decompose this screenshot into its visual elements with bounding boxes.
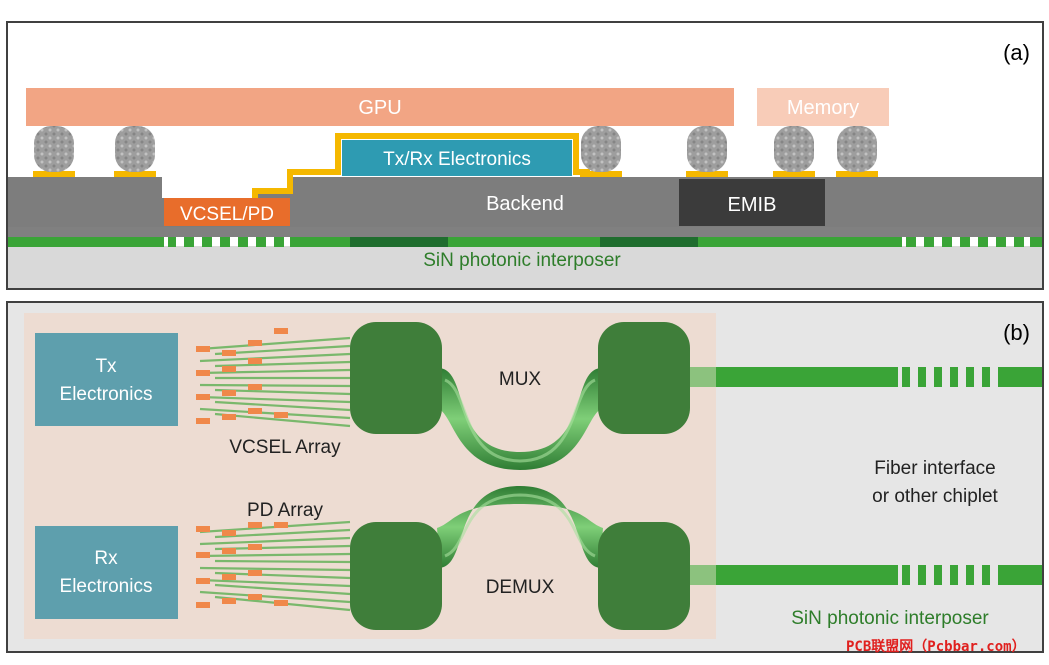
- pd-array-label: PD Array: [247, 500, 324, 521]
- output-waveguide-bottom: [690, 565, 1042, 585]
- demux-left-slab: [350, 522, 442, 630]
- txrx-electronics-block: [342, 140, 572, 176]
- rx-electronics-line1: Rx: [94, 548, 118, 569]
- interposer-label-a: SiN photonic interposer: [423, 250, 621, 271]
- demux-label: DEMUX: [486, 577, 555, 598]
- tx-electronics-box: [35, 333, 178, 426]
- emib-label: EMIB: [728, 194, 777, 216]
- rx-electronics-line2: Electronics: [60, 576, 153, 597]
- mux-left-slab: [350, 322, 442, 434]
- txrx-electronics-label: Tx/Rx Electronics: [383, 149, 531, 170]
- watermark: PCB联盟网（Pcbbar.com）: [846, 639, 1026, 655]
- solder-bumps: [34, 126, 877, 172]
- demux-right-slab: [598, 522, 690, 630]
- gold-step-trace: [252, 133, 590, 198]
- fiber-interface-line1: Fiber interface: [874, 458, 995, 479]
- interposer-base: [8, 246, 1042, 288]
- backend-label: Backend: [486, 193, 564, 215]
- fiber-interface-line2: or other chiplet: [872, 486, 998, 507]
- memory-die: [757, 88, 889, 126]
- gpu-label: GPU: [358, 97, 401, 119]
- memory-label: Memory: [787, 97, 859, 119]
- gpu-die: [26, 88, 734, 126]
- vcsel-array-label: VCSEL Array: [229, 437, 341, 458]
- vcsel-array-emitters: [196, 328, 288, 424]
- output-waveguide-top: [690, 367, 1042, 387]
- gold-pads: [33, 171, 878, 177]
- mux-bend: [437, 368, 603, 470]
- panel-b-tag: (b): [1003, 320, 1030, 345]
- demux-bend: [437, 486, 603, 568]
- mux-label: MUX: [499, 369, 542, 390]
- rx-electronics-box: [35, 526, 178, 619]
- mux-right-slab: [598, 322, 690, 434]
- interposer-label-b: SiN photonic interposer: [791, 608, 989, 629]
- waveguide-strip-a: [8, 237, 1042, 247]
- vcsel-cavity: [162, 177, 290, 198]
- tx-electronics-line2: Electronics: [60, 384, 153, 405]
- emib-block: [679, 179, 825, 226]
- pd-array-detectors: [196, 522, 288, 608]
- mux-bend-core: [444, 378, 596, 463]
- vcsel-pd-block: [164, 198, 290, 226]
- panel-a-tag: (a): [1003, 40, 1030, 65]
- demux-bend-core: [444, 493, 596, 558]
- vcsel-pd-label: VCSEL/PD: [180, 204, 274, 225]
- backend-lower-strip: [8, 227, 1042, 237]
- tx-electronics-line1: Tx: [95, 356, 117, 377]
